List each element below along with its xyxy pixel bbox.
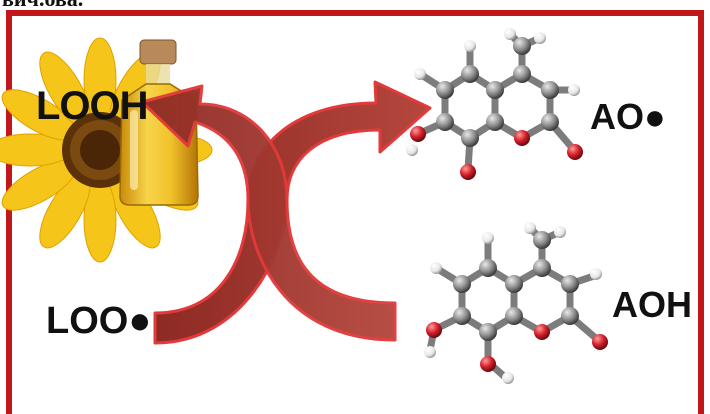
arrow-to-looh (140, 84, 397, 342)
label-looh: LOOH (36, 84, 149, 128)
reaction-arrows (140, 80, 432, 345)
label-loo-radical: LOO● (46, 300, 152, 342)
molecule-icon (424, 222, 608, 384)
header-fragment: вич.ова. (2, 0, 83, 12)
molecule-icon (406, 28, 583, 180)
label-aoh: AOH (612, 284, 692, 325)
label-ao-radical: AO● (590, 96, 666, 137)
